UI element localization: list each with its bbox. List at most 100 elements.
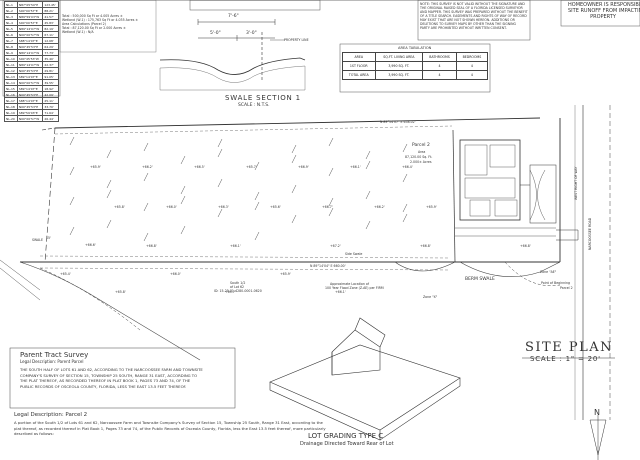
lot-grading-title: LOT GRADING TYPE C bbox=[308, 432, 384, 440]
dim-b: +67.2' bbox=[330, 244, 341, 248]
area-tab-cell: 4 bbox=[455, 61, 489, 71]
elevation-label: +66.0' bbox=[166, 205, 177, 209]
parcel-area-label: Area bbox=[418, 150, 426, 154]
elevation-label: +65.6' bbox=[270, 205, 281, 209]
grade-arrow bbox=[143, 202, 149, 212]
pob-label-2: Parcel 2 bbox=[560, 286, 573, 290]
grade-arrow bbox=[365, 150, 371, 160]
site-plan-scale: SCALE : 1" = 20' bbox=[530, 355, 601, 363]
flood-zone-label-2: 100 Year Flood Zone (Z-AE) per FIRM bbox=[325, 286, 384, 290]
grade-arrow bbox=[254, 191, 260, 201]
elevation-label: +65.8' bbox=[114, 205, 125, 209]
grade-arrow bbox=[291, 144, 297, 154]
grade-arrow bbox=[402, 143, 408, 153]
grade-arrow bbox=[328, 207, 334, 217]
grade-arrow bbox=[365, 160, 371, 170]
parent-survey-text: THE SOUTH HALF OF LOTS 61 AND 62, ACCORD… bbox=[20, 367, 203, 389]
grade-arrow bbox=[291, 214, 297, 224]
area-calculations: Total : 500,000 Sq Ft or 4.005 Acres ± W… bbox=[62, 14, 138, 34]
grade-arrow bbox=[69, 226, 75, 236]
grade-arrow bbox=[291, 184, 297, 194]
area-tab-cell: 3,990 SQ. FT. bbox=[374, 70, 424, 80]
grade-arrow bbox=[328, 137, 334, 147]
grade-arrow bbox=[254, 231, 260, 241]
grade-arrow bbox=[69, 166, 75, 176]
homeowner-note: HOMEOWNER IS RESPONSIBLE FOR SITE RUNOFF… bbox=[568, 2, 640, 20]
dim-d: +66.1' bbox=[230, 244, 241, 248]
elevation-label: +66.7' bbox=[322, 205, 333, 209]
area-tab-header-cell: BEDROOMS bbox=[455, 52, 489, 62]
parcel-acres: 2.000± Acres bbox=[410, 160, 432, 164]
elevation-label: +65.7' bbox=[246, 165, 257, 169]
area-tab-cell: 4 bbox=[455, 70, 489, 80]
elevation-label: +66.4' bbox=[402, 165, 413, 169]
area-calc-line: Total : 500,000 Sq Ft or 4.005 Acres ± bbox=[62, 14, 123, 18]
legal-p2-title: Legal Description: Parcel 2 bbox=[14, 412, 88, 418]
flood-zone-label: Approximate Location of bbox=[330, 282, 369, 286]
grade-arrow bbox=[69, 136, 75, 146]
area-tab-title: AREA TABULATION bbox=[398, 46, 432, 50]
grade-arrow bbox=[217, 178, 223, 188]
legal-p2-line: described as follows: bbox=[14, 431, 54, 436]
grade-arrow bbox=[106, 149, 112, 159]
zone-x-label: Zone "X" bbox=[423, 295, 438, 299]
area-tab-header: AREA SQ.FT. LIVING AREA BATHROOMS BEDROO… bbox=[342, 52, 489, 62]
legal-p2-line: A portion of the South 1/2 of Lots 61 an… bbox=[14, 420, 323, 425]
elevation-label: +66.5' bbox=[194, 165, 205, 169]
note-line: NOTE: THIS SURVEY IS NOT VALID WITHOUT T… bbox=[420, 2, 525, 6]
north-arrow-shape bbox=[589, 415, 607, 460]
dim-overall: 7'-6" bbox=[228, 14, 239, 19]
note-line: MAY EXIST THAT ARE NOT SHOWN HEREON. ADD… bbox=[420, 18, 515, 22]
legal-p2-line: plat thereof, as recorded thereof in Pla… bbox=[14, 425, 326, 431]
grade-arrow bbox=[217, 148, 223, 158]
grade-arrow bbox=[402, 203, 408, 213]
parcel-sqft: 87,120.00 Sq. Ft. bbox=[405, 155, 433, 159]
surveyor-note: NOTE: THIS SURVEY IS NOT VALID WITHOUT T… bbox=[420, 2, 528, 30]
parent-survey-title: Parent Tract Survey bbox=[20, 351, 89, 359]
owner-note-line: PROPERTY bbox=[590, 14, 616, 20]
legal-p2-text: A portion of the South 1/2 of Lots 61 an… bbox=[14, 420, 326, 437]
swale-section-drawing bbox=[159, 19, 306, 91]
note-line: PARTY ARE PROHIBITED WITHOUT WRITTEN CON… bbox=[420, 26, 507, 30]
grade-arrow bbox=[254, 161, 260, 171]
grade-arrow bbox=[365, 190, 371, 200]
south-elevation-label: +66.0' bbox=[170, 272, 181, 276]
parent-survey-line: THE SOUTH HALF OF LOTS 61 AND 62, ACCORD… bbox=[20, 367, 203, 372]
parcel-id: ID: 15-25-31-4280-0001-0620 bbox=[214, 289, 262, 293]
line-table-cell: N00°00'57"W bbox=[16, 115, 44, 122]
elevation-label: +66.2' bbox=[142, 165, 153, 169]
area-calc-line: Total : 87,120.00 Sq Ft or 2.000 Acres ± bbox=[62, 26, 126, 30]
grade-arrow bbox=[180, 185, 186, 195]
grade-arrow bbox=[254, 201, 260, 211]
lot-grading-subtitle: Drainage Directed Toward Rear of Lot bbox=[300, 441, 394, 447]
property-line-label: PROPERTY LINE bbox=[284, 38, 309, 42]
elevation-label: +65.9' bbox=[426, 205, 437, 209]
lot-grading-sketch bbox=[269, 317, 461, 441]
note-line: AND MAPPER. THIS SURVEY WAS PREPARED WIT… bbox=[420, 10, 528, 14]
dim-north: 15' bbox=[46, 236, 51, 240]
parcel-label: Parcel 2 bbox=[412, 143, 430, 148]
dim-left: 5'-0" bbox=[210, 31, 221, 36]
elevation-label: +65.9' bbox=[90, 165, 101, 169]
grade-arrow bbox=[143, 232, 149, 242]
area-calc-line: Wetland (W-1) : N/A bbox=[62, 30, 94, 34]
parent-survey-line: THE PLAT THEREOF, AS RECORDED THEREOF IN… bbox=[20, 378, 191, 383]
grade-arrow bbox=[402, 213, 408, 223]
area-tab-header-cell: BATHROOMS bbox=[422, 52, 457, 62]
dim-f: +66.8' bbox=[520, 244, 531, 248]
parent-survey-line: PUBLIC RECORDS OF OSCEOLA COUNTY, FLORID… bbox=[20, 383, 187, 389]
swale-section-title: SWALE SECTION 1 bbox=[225, 94, 301, 102]
note-line: THE ORIGINAL RAISED SEAL OF A FLORIDA LI… bbox=[420, 6, 523, 10]
south-elevation-label: +65.9' bbox=[280, 272, 291, 276]
note-line: DELETIONS TO SURVEY MAPS BY OTHER THAN T… bbox=[420, 22, 516, 26]
owner-note-line: SITE RUNOFF FROM IMPACTING bbox=[568, 8, 640, 14]
area-tab-cell: 4 bbox=[422, 61, 457, 71]
south-half-label: South 1/2 bbox=[230, 281, 246, 285]
grade-arrow bbox=[291, 154, 297, 164]
grade-arrow bbox=[402, 173, 408, 183]
dim-a: +66.8' bbox=[146, 244, 157, 248]
